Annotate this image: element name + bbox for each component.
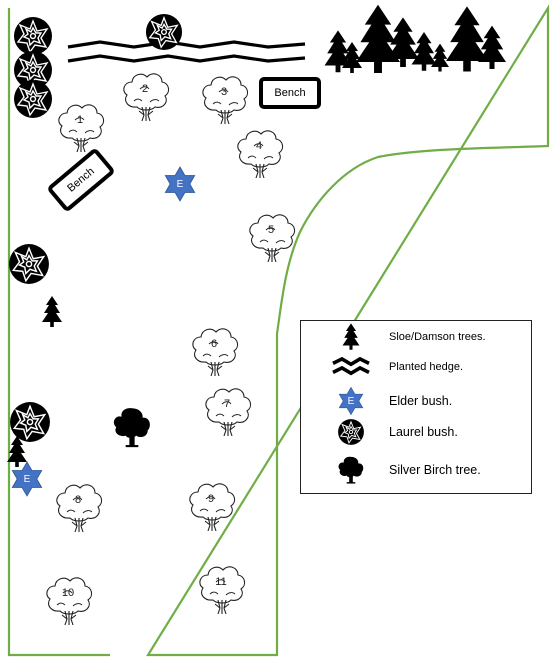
elder-bush: E — [11, 461, 43, 497]
tree-1: 1 — [58, 104, 105, 153]
bench-top: Bench — [259, 77, 321, 109]
tree-8: 8 — [56, 484, 103, 533]
rosette-icon — [337, 418, 365, 446]
tree-9: 9 — [189, 483, 236, 532]
bench-left: Bench — [48, 149, 114, 211]
legend-row-hedge: Planted hedge. — [301, 353, 531, 381]
broadleaf-tree-icon — [337, 456, 364, 484]
tree-number: 2 — [142, 83, 148, 95]
tree-number: 5 — [268, 224, 274, 236]
legend-row-sloe: Sloe/Damson trees. — [301, 323, 531, 351]
tree-7: 7 — [205, 388, 252, 437]
garden-boundary — [7, 4, 550, 657]
legend-label-birch: Silver Birch tree. — [389, 463, 481, 477]
elder-bushes: EE — [11, 166, 196, 497]
silver-birch-tree — [112, 407, 151, 448]
legend-row-elder: E Elder bush. — [301, 387, 531, 415]
tree-number: 3 — [221, 86, 227, 98]
numbered-trees: 1 2 3 4 5 6 7 8 9 10 11 — [46, 73, 296, 626]
legend: Sloe/Damson trees. Planted hedge. E Elde… — [300, 320, 532, 494]
tree-2: 2 — [123, 73, 170, 122]
legend-label-laurel: Laurel bush. — [389, 425, 458, 439]
legend-row-laurel: Laurel bush. — [301, 418, 531, 446]
planted-hedge — [67, 40, 306, 63]
legend-label-sloe: Sloe/Damson trees. — [389, 331, 486, 343]
svg-text:Bench: Bench — [274, 87, 305, 99]
tree-number: 7 — [224, 398, 230, 410]
tree-5: 5 — [249, 214, 296, 263]
elder-letter: E — [24, 474, 31, 485]
zigzag-hedge-icon — [331, 357, 371, 376]
legend-row-birch: Silver Birch tree. — [301, 456, 531, 484]
conifer-forest — [324, 4, 506, 73]
six-point-star-icon: E — [338, 387, 364, 415]
tree-11: 11 — [199, 566, 246, 615]
tree-number: 9 — [208, 493, 214, 505]
tree-number: 11 — [215, 576, 226, 588]
tree-4: 4 — [237, 130, 284, 179]
tree-number: 4 — [256, 140, 262, 152]
elder-letter: E — [177, 179, 184, 190]
tree-3: 3 — [202, 76, 249, 125]
tree-10: 10 — [46, 577, 93, 626]
conifer-tree-icon — [342, 323, 360, 350]
legend-label-hedge: Planted hedge. — [389, 361, 464, 373]
elder-bush: E — [164, 166, 196, 202]
legend-label-elder: Elder bush. — [389, 394, 453, 408]
tree-6: 6 — [192, 328, 239, 377]
tree-number: 1 — [77, 114, 83, 126]
tree-number: 8 — [75, 494, 81, 506]
svg-text:E: E — [348, 396, 355, 407]
tree-number: 6 — [211, 338, 217, 350]
tree-number: 10 — [62, 587, 74, 599]
